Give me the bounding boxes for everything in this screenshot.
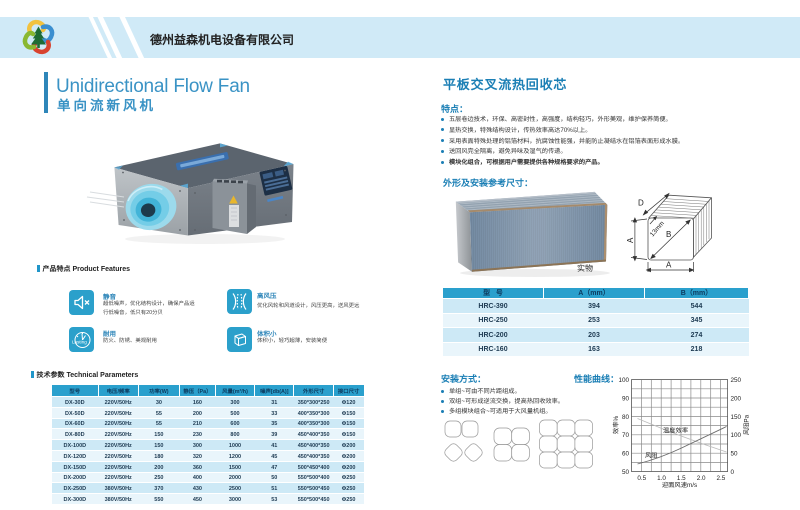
svg-text:100: 100 (731, 432, 742, 439)
svg-text:B: B (666, 229, 671, 240)
svg-text:效率%: 效率% (611, 416, 620, 435)
svg-text:风阻: 风阻 (645, 451, 658, 460)
svg-text:风阻Pa: 风阻Pa (742, 414, 751, 435)
svg-text:50: 50 (731, 451, 739, 458)
svg-text:1.0: 1.0 (657, 475, 666, 482)
svg-text:50: 50 (622, 469, 630, 476)
svg-text:0.5: 0.5 (637, 475, 646, 482)
svg-text:60: 60 (622, 451, 630, 458)
svg-text:0: 0 (731, 469, 735, 476)
svg-text:D: D (638, 198, 644, 209)
svg-text:2.5: 2.5 (717, 475, 726, 482)
svg-text:100: 100 (618, 377, 629, 384)
svg-text:1.5: 1.5 (677, 475, 686, 482)
svg-text:250: 250 (731, 377, 742, 384)
svg-text:200: 200 (731, 395, 742, 402)
svg-text:迎面风速m/s: 迎面风速m/s (662, 480, 697, 489)
svg-text:A: A (625, 237, 636, 243)
svg-text:Lasting: Lasting (72, 340, 87, 345)
svg-text:2.0: 2.0 (697, 475, 706, 482)
svg-text:温度效率: 温度效率 (663, 426, 688, 435)
svg-text:80: 80 (622, 414, 630, 421)
svg-text:90: 90 (622, 395, 630, 402)
svg-text:150: 150 (731, 414, 742, 421)
svg-text:70: 70 (622, 432, 630, 439)
svg-text:A: A (666, 260, 672, 271)
